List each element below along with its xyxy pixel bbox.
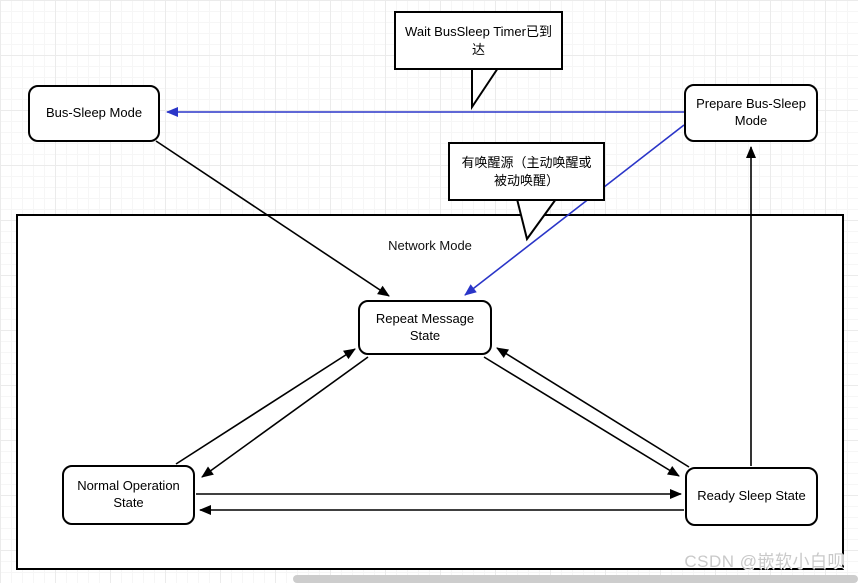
edge-prepare-to-repeat	[464, 124, 685, 296]
node-normal-operation-state-label: Normal Operation State	[77, 478, 180, 510]
edge-repeat-to-normal	[201, 356, 369, 478]
edge-repeat-to-ready	[483, 356, 680, 477]
horizontal-scrollbar-thumb[interactable]	[293, 575, 858, 583]
callout-timer-tail	[471, 67, 499, 111]
callout-wakeup-tail	[516, 198, 557, 242]
node-ready-sleep-state-label: Ready Sleep State	[697, 488, 806, 504]
callout-wait-bussleep-timer-text: Wait BusSleep Timer已到达	[405, 23, 552, 57]
node-repeat-message-state: Repeat Message State	[358, 300, 492, 355]
callout-wakeup-source-text: 有唤醒源（主动唤醒或被动唤醒）	[461, 154, 592, 188]
callout-wait-bussleep-timer: Wait BusSleep Timer已到达	[394, 11, 563, 70]
node-normal-operation-state: Normal Operation State	[62, 465, 195, 525]
node-bus-sleep-mode-label: Bus-Sleep Mode	[45, 105, 143, 121]
edge-bussleep-to-repeat	[155, 140, 390, 297]
network-mode-label: Network Mode	[388, 238, 472, 253]
edge-normal-to-repeat	[175, 348, 356, 465]
node-repeat-message-state-label: Repeat Message State	[375, 310, 475, 343]
csdn-watermark: CSDN @嵌软小白呗	[684, 552, 845, 571]
node-prepare-bus-sleep-mode-label: Prepare Bus-Sleep Mode	[696, 96, 806, 128]
callout-wakeup-source: 有唤醒源（主动唤醒或被动唤醒）	[448, 142, 605, 201]
node-ready-sleep-state: Ready Sleep State	[685, 467, 818, 526]
node-prepare-bus-sleep-mode: Prepare Bus-Sleep Mode	[684, 84, 818, 142]
node-bus-sleep-mode: Bus-Sleep Mode	[28, 85, 160, 142]
edge-ready-to-repeat	[496, 347, 690, 468]
